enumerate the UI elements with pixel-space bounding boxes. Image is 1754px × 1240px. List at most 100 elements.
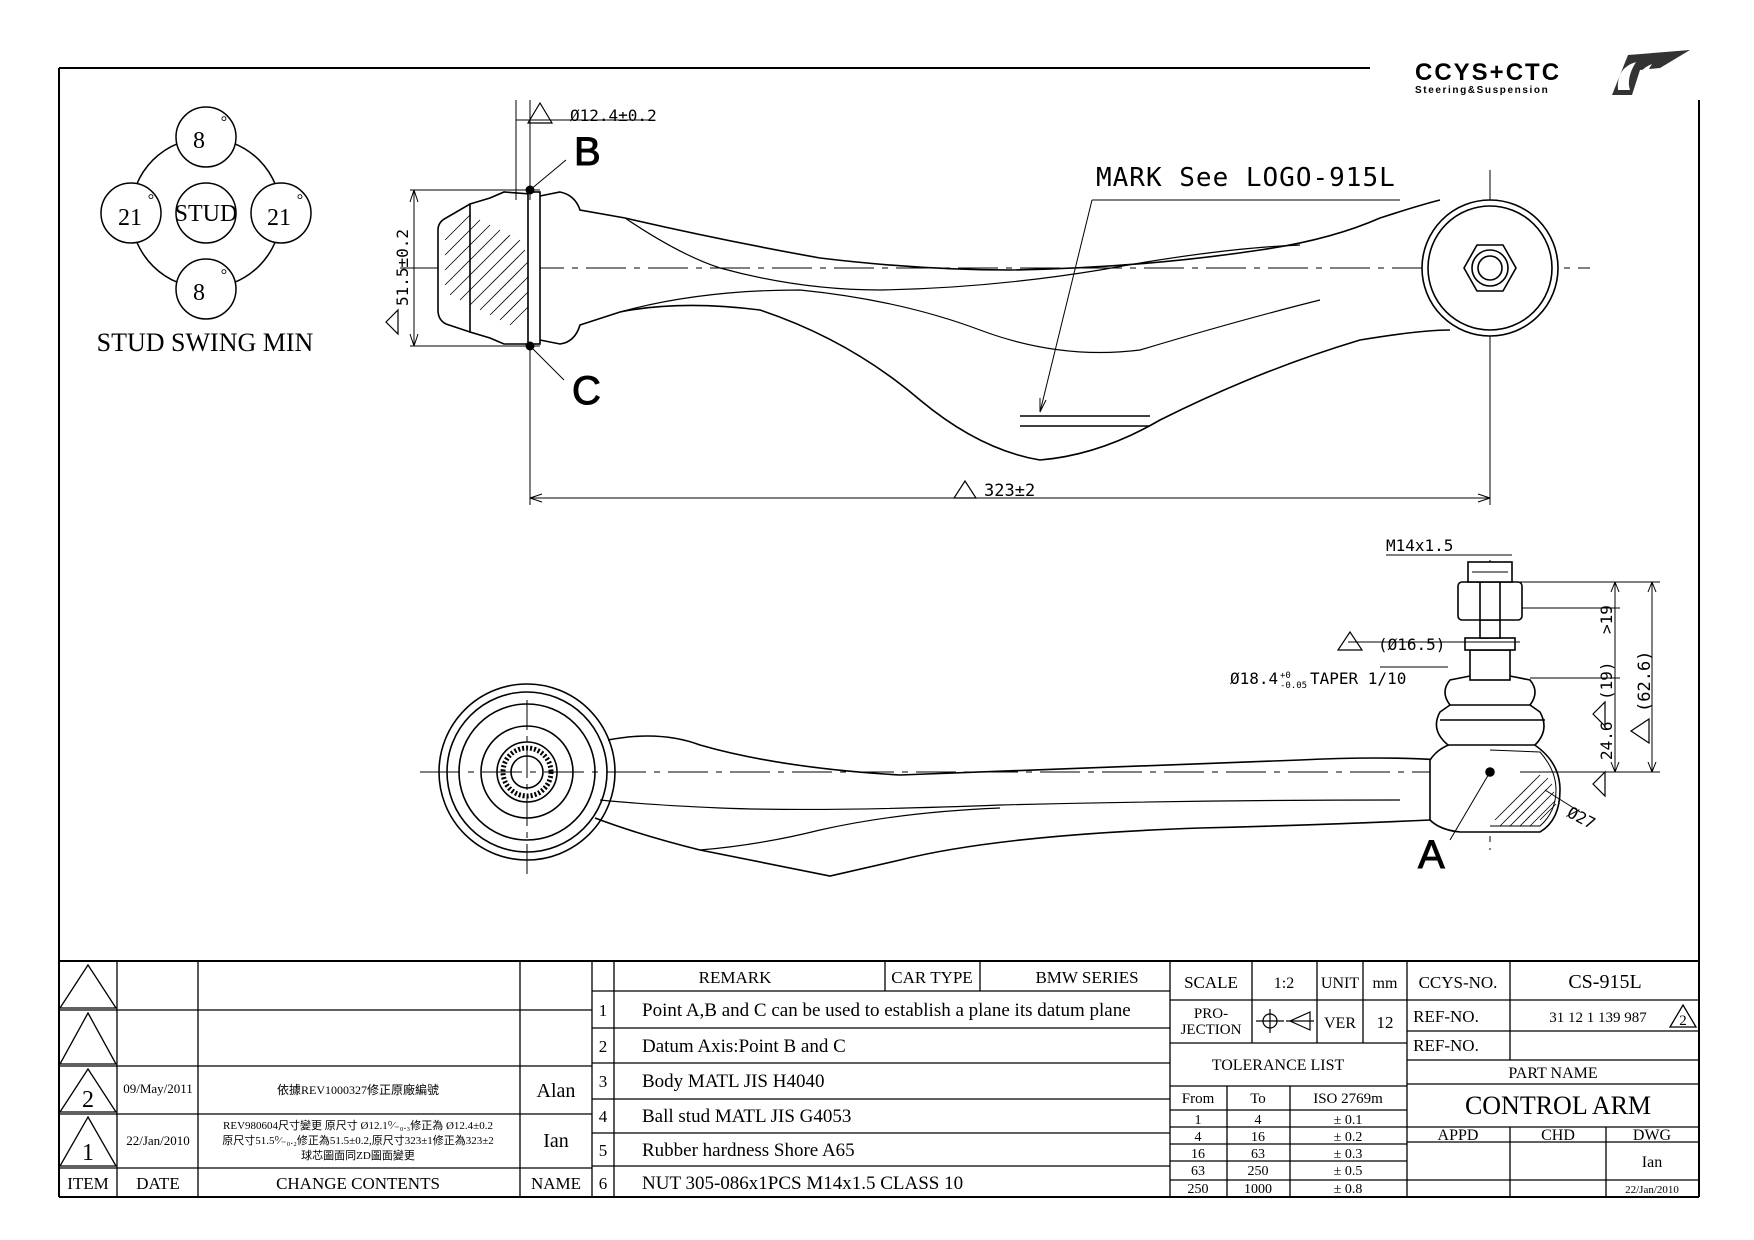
- swing-center-label: STUD: [175, 201, 238, 227]
- taper-note: TAPER 1/10: [1310, 669, 1406, 688]
- header-contents: CHANGE CONTENTS: [276, 1174, 440, 1193]
- svg-text:6: 6: [599, 1174, 608, 1193]
- svg-text:± 0.8: ± 0.8: [1334, 1182, 1363, 1197]
- stud-swing-labels: 8 ° 21 ° STUD 21 ° 8 ° STUD SWING MIN: [97, 114, 314, 357]
- arm-lower-edge: [539, 304, 1451, 461]
- remarks-table: REMARK CAR TYPE BMW SERIES 1 Point A,B a…: [599, 968, 1139, 1194]
- svg-text:5: 5: [599, 1141, 608, 1160]
- ref-label: REF-NO.: [1413, 1007, 1479, 1026]
- ccys-label: CCYS-NO.: [1419, 973, 1498, 992]
- title-block-grid: [59, 961, 1699, 1197]
- svg-text:3: 3: [599, 1072, 608, 1091]
- point-b-label: B: [574, 130, 601, 174]
- svg-text:250: 250: [1248, 1164, 1269, 1179]
- ball-joint-eye: [1421, 199, 1559, 337]
- point-c-label: C: [572, 369, 601, 413]
- dim-27: Ø27: [1564, 803, 1598, 833]
- car-type-value: BMW SERIES: [1035, 968, 1138, 987]
- swing-bottom-value: 8: [193, 280, 205, 306]
- svg-text:To: To: [1250, 1091, 1266, 1107]
- rev-triangle-empty-1: [58, 963, 118, 1009]
- swing-right-value: 21: [267, 205, 291, 231]
- logo-swoosh-icon: [1612, 50, 1690, 95]
- svg-text:JECTION: JECTION: [1181, 1022, 1242, 1038]
- swing-circle-left: [100, 182, 162, 244]
- ver-label: VER: [1324, 1015, 1356, 1032]
- ref-rev: 2: [1679, 1013, 1687, 1029]
- title-block: CCYS-NO. CS-915L REF-NO. 31 12 1 139 987…: [1413, 971, 1687, 1196]
- svg-text:1: 1: [1195, 1113, 1202, 1128]
- logo-brand: CCYS+CTC: [1415, 59, 1561, 86]
- rubber-boot: [1435, 675, 1545, 746]
- bushing-hatch: [444, 214, 529, 326]
- stud-nut: [1457, 581, 1523, 621]
- rev-triangle-1: [58, 1115, 118, 1167]
- dim-19: >19: [1597, 605, 1616, 634]
- svg-text:1: 1: [599, 1001, 608, 1020]
- remark-2: Datum Axis:Point B and C: [642, 1036, 846, 1057]
- header-date: DATE: [136, 1174, 179, 1193]
- remark-3: Body MATL JIS H4040: [642, 1071, 824, 1092]
- svg-text:4: 4: [599, 1107, 608, 1126]
- company-logo: CCYS+CTC Steering&Suspension: [1415, 50, 1690, 96]
- remark-header: REMARK: [699, 968, 772, 987]
- ball-stud: [1469, 649, 1511, 681]
- remark-1: Point A,B and C can be used to establish…: [642, 1000, 1131, 1021]
- thread-dim: M14x1.5: [1386, 536, 1453, 555]
- swing-circle-bottom: [175, 258, 237, 320]
- length-dim: 323±2: [984, 481, 1035, 501]
- svg-text:63: 63: [1191, 1164, 1205, 1179]
- stud-swing-caption: STUD SWING MIN: [97, 328, 314, 357]
- scale-value: 1:2: [1274, 975, 1294, 992]
- swing-circle-center: [175, 182, 237, 244]
- projection-symbol-icon: [1256, 1009, 1314, 1033]
- svg-text:63: 63: [1251, 1147, 1265, 1162]
- rev-triangle-empty-2: [58, 1011, 118, 1065]
- rev-row-3-contents: 依據REV1000327修正原廠編號: [277, 1082, 439, 1097]
- top-view-dimensions: [385, 100, 1491, 505]
- part-name-label: PART NAME: [1508, 1065, 1597, 1082]
- tolerance-title: TOLERANCE LIST: [1212, 1057, 1345, 1074]
- nut-hex-top: [1463, 244, 1517, 292]
- unit-value: mm: [1373, 975, 1398, 992]
- front-arm-lower: [594, 817, 1431, 877]
- svg-text:4: 4: [1255, 1113, 1262, 1128]
- svg-text:± 0.2: ± 0.2: [1334, 1130, 1363, 1145]
- logo-tagline: Steering&Suspension: [1415, 85, 1549, 96]
- stud-swing-diagram: [100, 106, 312, 320]
- rev-triangle-2: [58, 1067, 118, 1113]
- swing-top-value: 8: [193, 128, 205, 154]
- mark-note: MARK See LOGO-915L: [1096, 163, 1396, 193]
- remark-6: NUT 305-086x1PCS M14x1.5 CLASS 10: [642, 1173, 963, 1194]
- svg-text:°: °: [221, 267, 227, 284]
- svg-text:250: 250: [1188, 1182, 1209, 1197]
- svg-text:± 0.3: ± 0.3: [1334, 1147, 1363, 1162]
- ball-housing-hatch: [1494, 774, 1557, 827]
- header-name: NAME: [531, 1174, 581, 1193]
- svg-text:16: 16: [1191, 1147, 1205, 1162]
- dim-24-6: 24.6: [1597, 721, 1616, 760]
- rev-row-3-name: Alan: [537, 1080, 576, 1102]
- sheet-border: [58, 67, 1700, 1198]
- swing-circle-top: [175, 106, 237, 168]
- ref-value: 31 12 1 139 987: [1549, 1010, 1647, 1026]
- front-view-labels: M14x1.5 (Ø16.5) Ø18.4 +0 -0.05 TAPER 1/1…: [1230, 536, 1655, 878]
- dim-19-paren: (19): [1597, 661, 1616, 700]
- svg-text:4: 4: [1195, 1130, 1202, 1145]
- rev-row-4-date: 22/Jan/2010: [126, 1133, 190, 1148]
- rev-row-4-contents-2: 原尺寸51.5⁰⁄₋₀.₂修正為51.5±0.2,原尺寸323±1修正為323±…: [222, 1133, 494, 1147]
- remark-5: Rubber hardness Shore A65: [642, 1140, 855, 1161]
- svg-text:°: °: [148, 192, 154, 209]
- ball-housing: [1429, 741, 1561, 833]
- rev-row-3-date: 09/May/2011: [123, 1081, 193, 1096]
- unit-label: UNIT: [1321, 975, 1359, 992]
- dim-62-6: (62.6): [1635, 651, 1655, 712]
- scale-label: SCALE: [1184, 973, 1238, 992]
- drawn-date: 22/Jan/2010: [1625, 1184, 1679, 1196]
- svg-text:± 0.5: ± 0.5: [1334, 1164, 1363, 1179]
- swing-left-value: 21: [118, 205, 142, 231]
- svg-text:16: 16: [1251, 1130, 1265, 1145]
- rev-row-4-contents-1: REV980604尺寸變更 原尺寸 Ø12.1⁰⁄₋₀.₃修正為 Ø12.4±0…: [223, 1118, 493, 1132]
- svg-text:°: °: [221, 114, 227, 131]
